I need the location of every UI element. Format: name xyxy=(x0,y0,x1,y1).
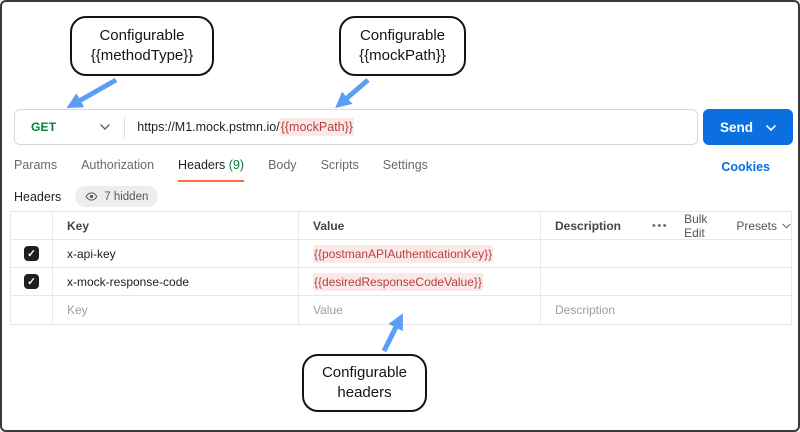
send-button[interactable]: Send xyxy=(703,109,793,145)
key-cell[interactable]: x-mock-response-code xyxy=(52,268,298,295)
annotation-text: Configurable xyxy=(321,363,408,381)
annotation-text: Configurable xyxy=(359,26,446,44)
row-checkbox-checked[interactable]: ✓ xyxy=(24,274,39,289)
tab-headers[interactable]: Headers (9) xyxy=(178,158,245,182)
key-input-placeholder[interactable]: Key xyxy=(52,296,298,324)
arrow-to-mockpath xyxy=(335,78,370,109)
annotation-text: Configurable xyxy=(99,26,185,44)
row-checkbox-cell: ✓ xyxy=(11,268,52,295)
value-cell[interactable]: {{desiredResponseCodeValue}} xyxy=(298,268,540,295)
tab-body[interactable]: Body xyxy=(268,158,297,172)
request-url-bar: GET https://M1.mock.pstmn.io/{{mockPath}… xyxy=(14,109,698,145)
check-icon: ✓ xyxy=(27,247,36,260)
url-base: https://M1.mock.pstmn.io/ xyxy=(137,120,280,134)
url-variable-chip: {{mockPath}} xyxy=(279,118,354,136)
eye-icon xyxy=(85,190,98,203)
key-cell[interactable]: x-api-key xyxy=(52,240,298,267)
method-selector[interactable]: GET xyxy=(15,120,110,134)
method-label: GET xyxy=(31,120,57,134)
headers-table: Key Value Description ••• Bulk Edit Pres… xyxy=(10,211,792,325)
request-tabs: Params Authorization Headers (9) Body Sc… xyxy=(14,158,428,182)
table-header-row: Key Value Description ••• Bulk Edit Pres… xyxy=(11,212,791,240)
presets-dropdown[interactable]: Presets xyxy=(736,219,791,233)
chevron-down-icon xyxy=(100,124,110,130)
table-toolbar: ••• Bulk Edit Presets xyxy=(636,212,791,240)
variable-chip: {{postmanAPIAuthenticationKey}} xyxy=(313,244,494,263)
value-cell[interactable]: {{postmanAPIAuthenticationKey}} xyxy=(298,240,540,267)
chevron-down-icon xyxy=(782,223,791,229)
send-options-chevron-down-icon[interactable] xyxy=(766,124,776,131)
select-all-cell xyxy=(11,212,52,240)
row-checkbox-cell xyxy=(11,296,52,324)
annotation-method-callout: Configurable {{methodType}} xyxy=(70,16,214,76)
annotation-text: headers xyxy=(337,384,392,401)
column-header-value: Value xyxy=(298,212,540,240)
annotation-headers-callout: Configurable headers xyxy=(302,354,427,412)
bulk-edit-button[interactable]: Bulk Edit xyxy=(684,212,708,240)
headers-section-header: Headers 7 hidden xyxy=(14,186,159,207)
hidden-headers-badge[interactable]: 7 hidden xyxy=(75,186,159,207)
value-input-placeholder[interactable]: Value xyxy=(298,296,540,324)
check-icon: ✓ xyxy=(27,275,36,288)
row-checkbox-cell: ✓ xyxy=(11,240,52,267)
row-checkbox-checked[interactable]: ✓ xyxy=(24,246,39,261)
description-input-placeholder[interactable]: Description xyxy=(540,296,791,324)
tab-scripts[interactable]: Scripts xyxy=(320,158,359,172)
send-button-label: Send xyxy=(719,119,753,135)
table-row: ✓ x-mock-response-code {{desiredResponse… xyxy=(11,268,791,296)
hidden-headers-label: 7 hidden xyxy=(104,190,149,203)
annotation-text: {{methodType}} xyxy=(90,47,194,64)
tab-authorization[interactable]: Authorization xyxy=(81,158,155,172)
column-header-key: Key xyxy=(52,212,298,240)
variable-chip: {{desiredResponseCodeValue}} xyxy=(313,272,483,291)
annotation-mockpath-callout: Configurable {{mockPath}} xyxy=(339,16,466,76)
tab-params[interactable]: Params xyxy=(14,158,58,172)
tab-settings[interactable]: Settings xyxy=(382,158,428,172)
more-options-icon[interactable]: ••• xyxy=(652,220,669,232)
arrow-to-method xyxy=(66,77,118,109)
description-cell[interactable] xyxy=(540,240,791,267)
annotation-text: {{mockPath}} xyxy=(359,47,446,64)
divider xyxy=(124,116,126,138)
headers-section-title: Headers xyxy=(14,189,62,204)
url-input[interactable]: https://M1.mock.pstmn.io/{{mockPath}} xyxy=(137,118,354,136)
headers-count: (9) xyxy=(228,158,245,172)
table-row: ✓ x-api-key {{postmanAPIAuthenticationKe… xyxy=(11,240,791,268)
description-cell[interactable] xyxy=(540,268,791,295)
table-row-empty: Key Value Description xyxy=(11,296,791,324)
cookies-link[interactable]: Cookies xyxy=(721,160,770,174)
column-header-description: Description xyxy=(540,212,636,240)
